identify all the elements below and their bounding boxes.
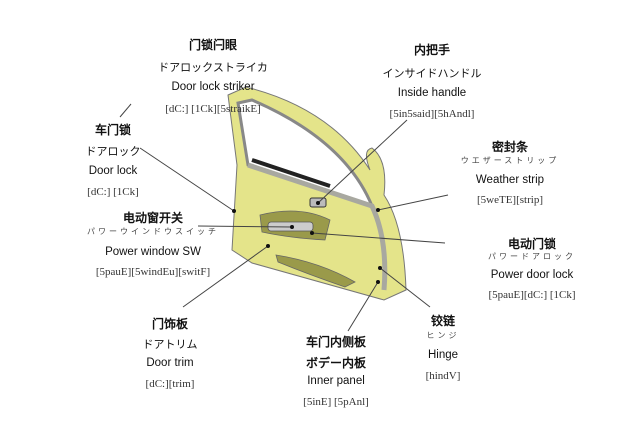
en: Door lock striker	[171, 81, 255, 93]
phonetic: [dC:][trim]	[145, 378, 195, 390]
phonetic: [dC:] [1Ck][5straikE]	[165, 103, 261, 115]
ja: パワードアロック	[488, 252, 576, 261]
phonetic: [5inE] [5pAnl]	[303, 396, 369, 408]
en: Hinge	[427, 349, 459, 361]
callout-dots	[232, 201, 382, 284]
en: Weather strip	[475, 174, 545, 186]
ja: ヒンジ	[426, 331, 460, 340]
ja: パワーウインドウスイッチ	[87, 227, 219, 236]
ja: ドアロック	[85, 145, 141, 158]
ja: ドアロックストライカ	[158, 61, 268, 74]
zh: 内把手	[413, 43, 451, 57]
ja: ボデー内板	[305, 356, 367, 370]
zh: 电动窗开关	[122, 211, 184, 225]
ja: インサイドハンドル	[382, 67, 482, 80]
en: Inner panel	[307, 375, 365, 387]
phonetic: [5in5said][5hAndl]	[389, 108, 475, 120]
zh: 密封条	[491, 140, 529, 154]
zh: 门锁闩眼	[188, 38, 238, 52]
zh: 铰链	[430, 314, 456, 328]
leader-lines	[119, 103, 449, 332]
en: Door lock	[88, 165, 138, 177]
weather-strip	[247, 162, 388, 291]
window-glass-seal	[251, 158, 331, 188]
en: Power door lock	[490, 269, 574, 281]
en: Door trim	[146, 357, 194, 369]
phonetic: [dC:] [1Ck]	[87, 186, 139, 198]
en: Inside handle	[397, 87, 467, 99]
ja: ドアトリム	[142, 338, 198, 351]
zh: 门饰板	[151, 317, 189, 331]
en: Power window SW	[105, 246, 201, 258]
map-pocket	[275, 254, 356, 288]
phonetic: [5pauE][dC:] [1Ck]	[488, 289, 576, 301]
phonetic: [5pauE][5windEu][switF]	[95, 266, 211, 278]
phonetic: [5weTE][strip]	[477, 194, 543, 206]
zh: 车门内侧板	[305, 335, 367, 349]
phonetic: [hindV]	[425, 370, 461, 382]
zh: 电动门锁	[507, 237, 557, 251]
ja: ウエザーストリップ	[460, 156, 560, 165]
zh: 车门锁	[94, 123, 132, 137]
